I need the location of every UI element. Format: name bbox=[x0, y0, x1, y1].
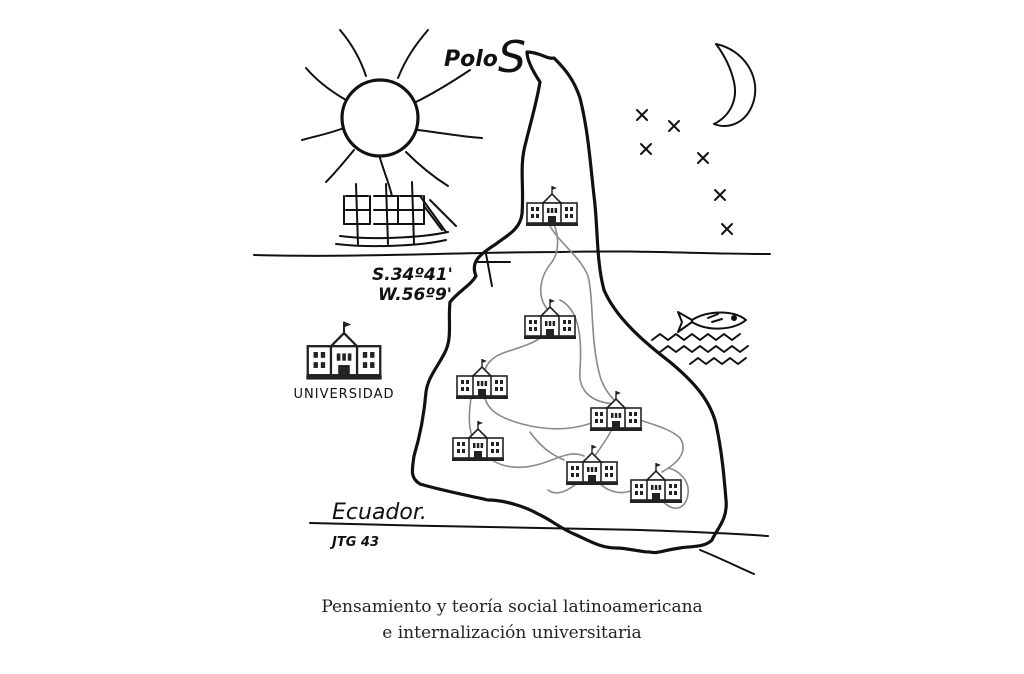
moon-icon bbox=[713, 43, 757, 127]
university-icon bbox=[523, 298, 577, 340]
sun-icon bbox=[301, 29, 483, 197]
waves-icon bbox=[651, 333, 749, 365]
university-icon bbox=[525, 185, 579, 227]
ship-icon bbox=[335, 181, 457, 248]
continent-outline bbox=[410, 50, 728, 555]
university-icon bbox=[629, 462, 683, 504]
latitude-line bbox=[253, 250, 771, 257]
fish-icon bbox=[677, 311, 747, 333]
pole-label: Polo bbox=[444, 47, 498, 72]
stars-icon bbox=[636, 109, 733, 235]
coords-longitude: W.56º9' bbox=[378, 285, 452, 305]
university-icon bbox=[565, 444, 619, 486]
caption-line-1: Pensamiento y teoría social latinoameric… bbox=[321, 597, 703, 617]
equator-line bbox=[309, 522, 769, 537]
equator-note: JTG 43 bbox=[329, 535, 379, 550]
university-icon bbox=[455, 358, 509, 400]
legend-university-icon bbox=[305, 320, 383, 381]
caption-line-2: e internalización universitaria bbox=[382, 623, 642, 643]
equator-label: Ecuador. bbox=[332, 500, 427, 525]
pole-letter: S bbox=[498, 32, 526, 83]
university-icon bbox=[589, 390, 643, 432]
legend-label: UNIVERSIDAD bbox=[294, 387, 395, 402]
coords-latitude: S.34º41' bbox=[372, 265, 453, 285]
university-icon bbox=[451, 420, 505, 462]
